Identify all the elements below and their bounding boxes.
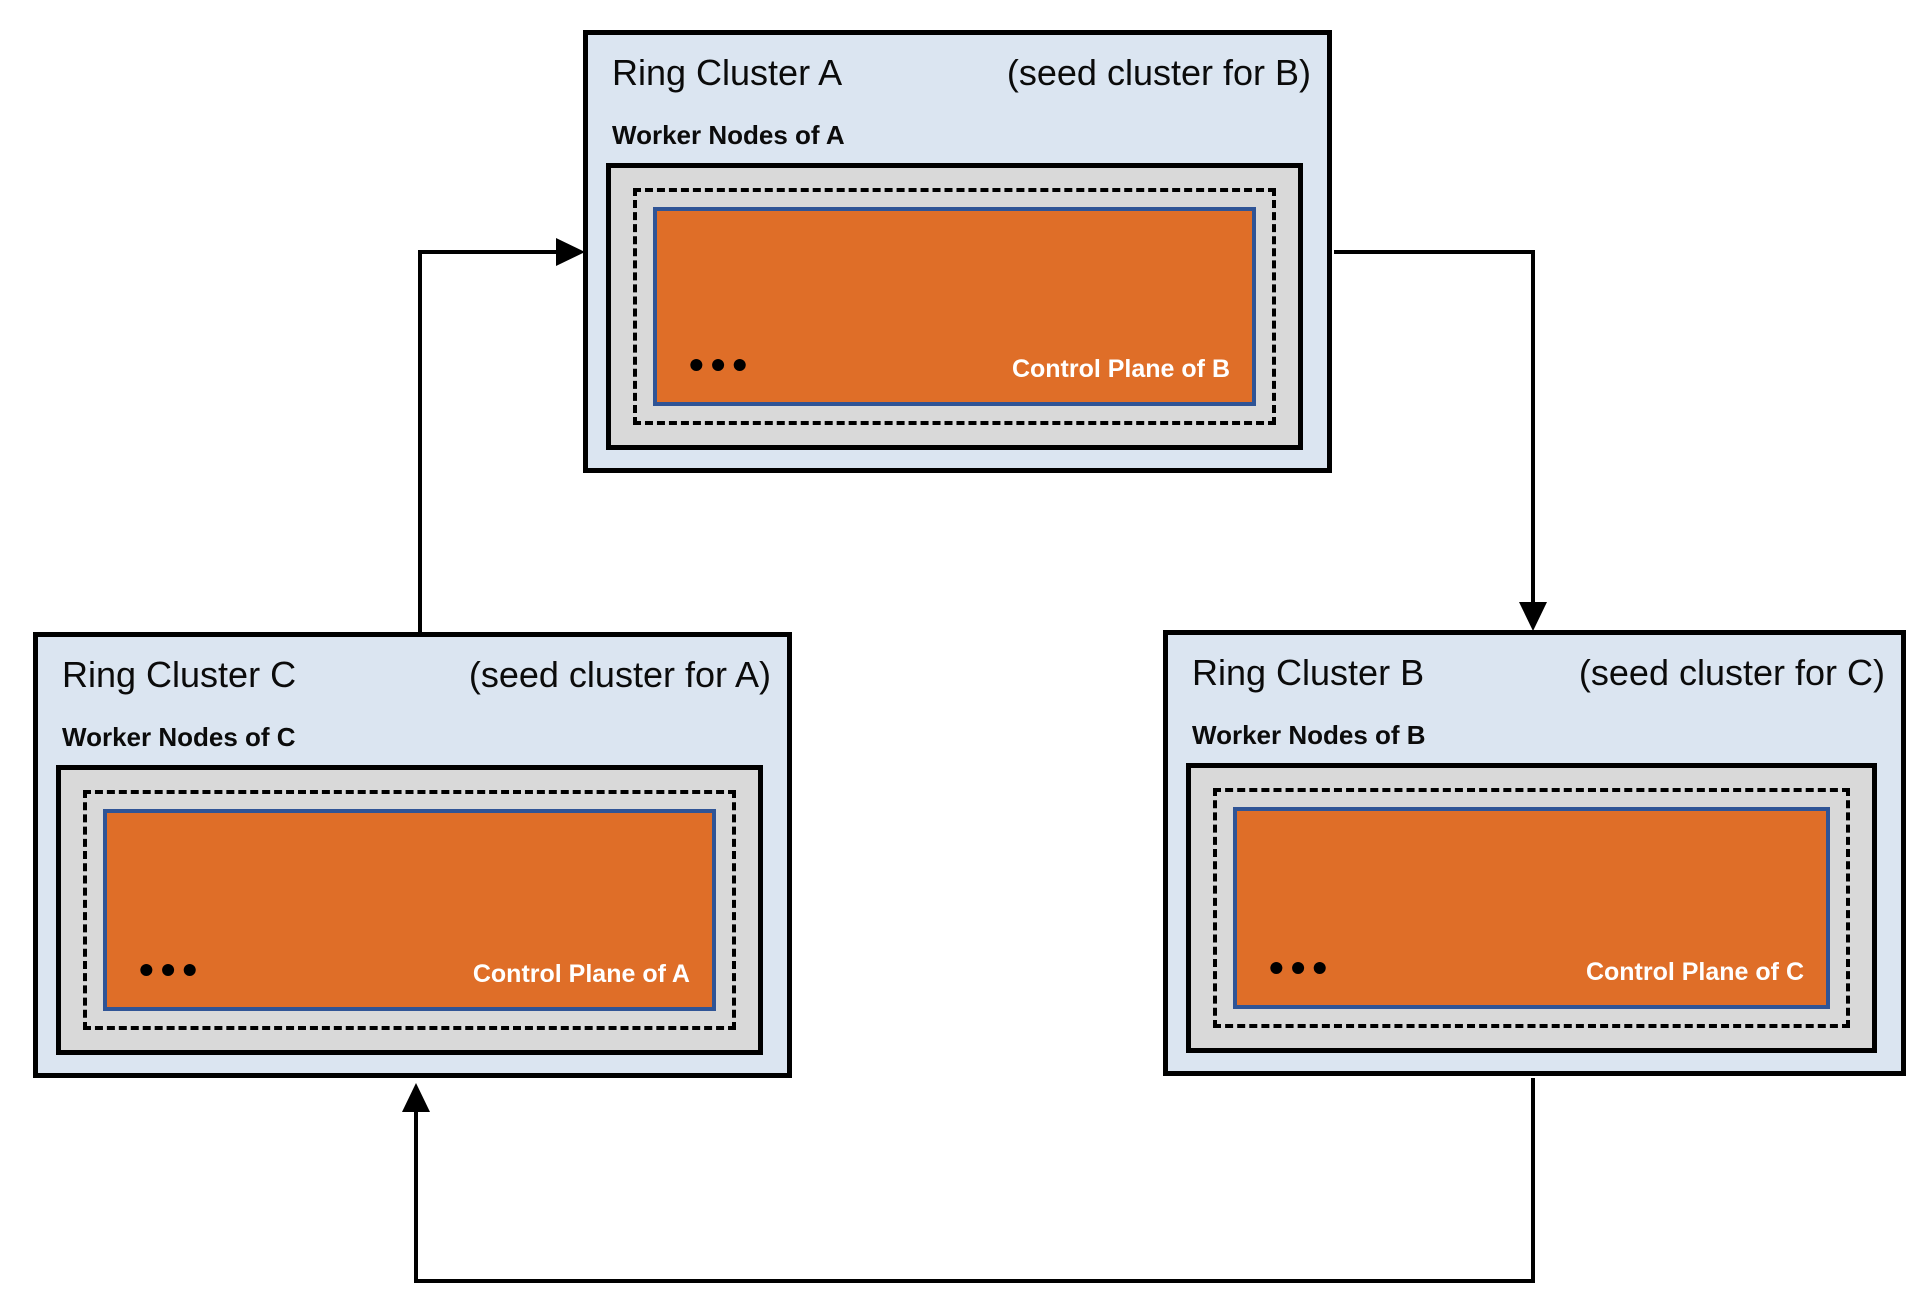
cluster-box-b: Ring Cluster B (seed cluster for C) Work… xyxy=(1163,630,1906,1076)
more-nodes-ellipsis: ••• xyxy=(1269,944,1335,991)
more-nodes-ellipsis: ••• xyxy=(689,341,755,388)
cluster-box-a: Ring Cluster A (seed cluster for B) Work… xyxy=(583,30,1332,473)
cluster-c-control-plane-label: Control Plane of A xyxy=(472,960,690,988)
cluster-title-row: Ring Cluster B (seed cluster for C) xyxy=(1168,635,1901,694)
arrow-a-to-b xyxy=(1334,250,1547,631)
cluster-b-title: Ring Cluster B xyxy=(1192,652,1425,693)
cluster-a-worker-label: Worker Nodes of A xyxy=(612,120,845,151)
cluster-c-dashed-region: ••• Control Plane of A xyxy=(83,790,736,1030)
cluster-b-seed-label: (seed cluster for C) xyxy=(1578,652,1885,693)
arrow-c-to-a xyxy=(418,238,585,634)
cluster-a-title: Ring Cluster A xyxy=(612,52,843,93)
cluster-a-hosted-control-plane: ••• Control Plane of B xyxy=(653,207,1256,406)
cluster-b-worker-label: Worker Nodes of B xyxy=(1192,720,1426,751)
more-nodes-ellipsis: ••• xyxy=(139,946,205,993)
cluster-title-row: Ring Cluster C (seed cluster for A) xyxy=(38,637,787,696)
arrow-b-to-c xyxy=(402,1078,1535,1283)
cluster-c-worker-label: Worker Nodes of C xyxy=(62,722,296,753)
cluster-title-row: Ring Cluster A (seed cluster for B) xyxy=(588,35,1327,94)
cluster-b-dashed-region: ••• Control Plane of C xyxy=(1213,788,1850,1028)
cluster-a-dashed-region: ••• Control Plane of B xyxy=(633,188,1276,425)
cluster-c-worker-nodes-box: ••• Control Plane of A xyxy=(56,765,763,1055)
cluster-c-seed-label: (seed cluster for A) xyxy=(468,654,771,695)
cluster-c-title: Ring Cluster C xyxy=(62,654,297,695)
cluster-a-seed-label: (seed cluster for B) xyxy=(1006,52,1311,93)
cluster-b-hosted-control-plane: ••• Control Plane of C xyxy=(1233,807,1830,1009)
cluster-a-worker-nodes-box: ••• Control Plane of B xyxy=(606,163,1303,450)
cluster-b-control-plane-label: Control Plane of C xyxy=(1585,958,1804,986)
cluster-box-c: Ring Cluster C (seed cluster for A) Work… xyxy=(33,632,792,1078)
cluster-c-hosted-control-plane: ••• Control Plane of A xyxy=(103,809,716,1011)
cluster-b-worker-nodes-box: ••• Control Plane of C xyxy=(1186,763,1877,1053)
cluster-a-control-plane-label: Control Plane of B xyxy=(1011,355,1230,383)
